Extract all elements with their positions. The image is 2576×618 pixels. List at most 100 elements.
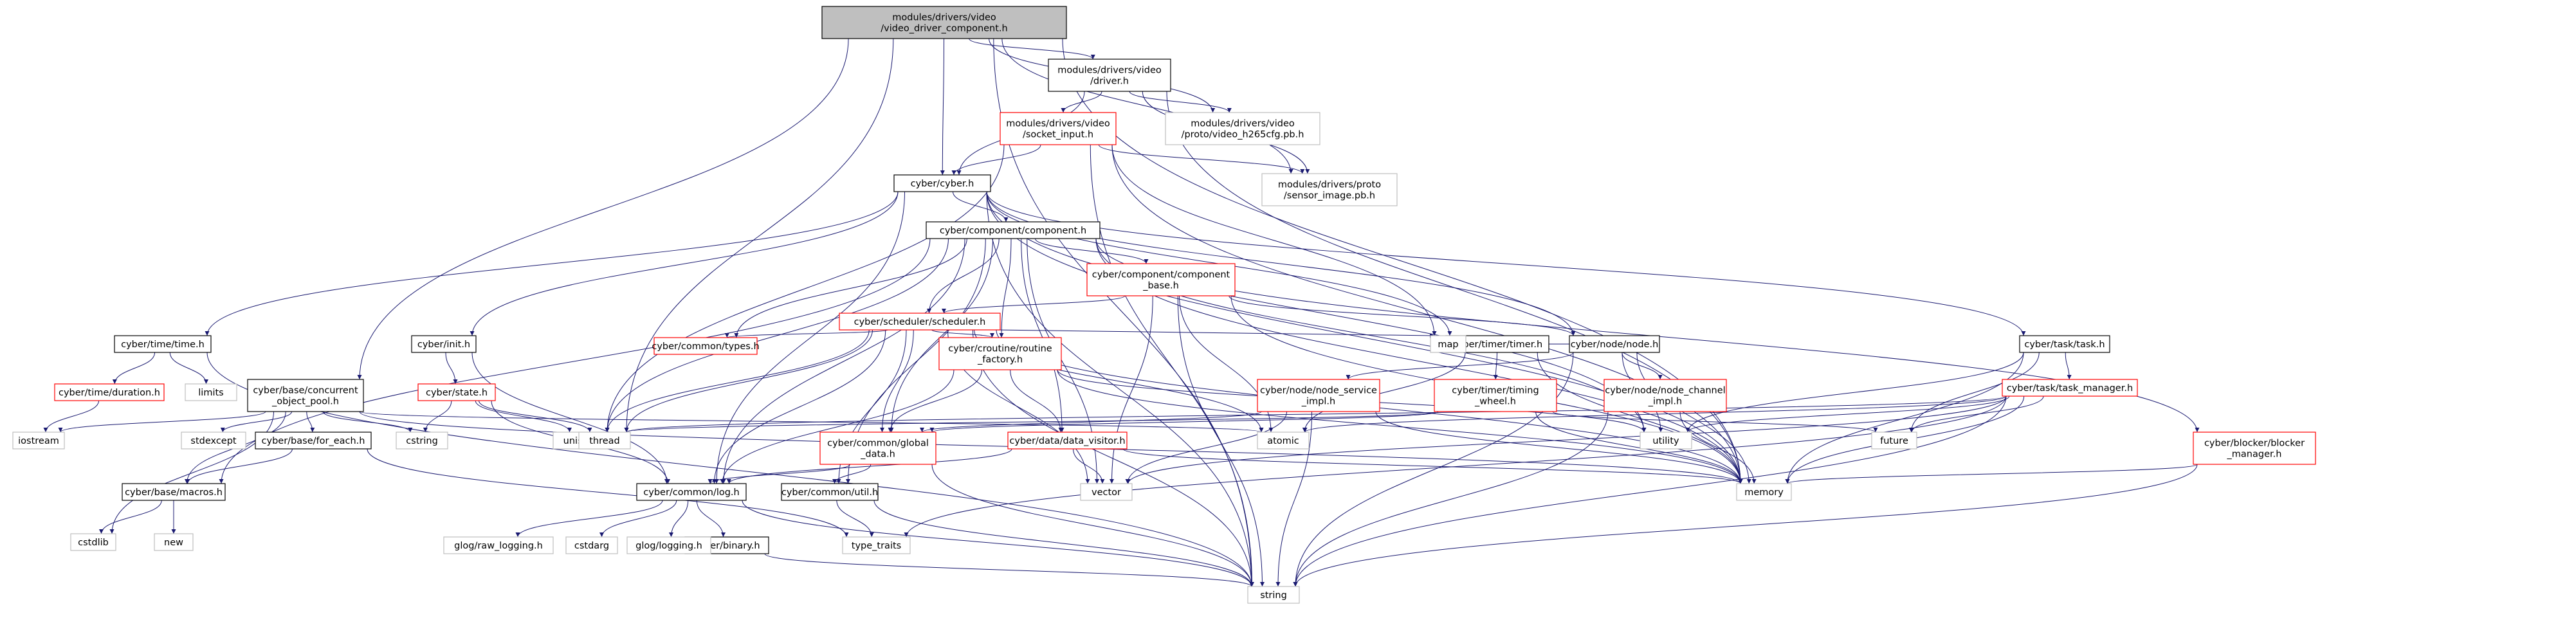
node-label: type_traits — [852, 541, 901, 551]
edge-pool-cstring — [322, 411, 413, 433]
node-taskmgr[interactable]: cyber/task/task_manager.h — [2002, 379, 2138, 397]
node-box — [1257, 432, 1310, 450]
edge-routine-visitor — [1010, 369, 1063, 433]
edge-log-glograw — [515, 500, 663, 538]
edge-blocker-string — [1293, 464, 2198, 587]
node-glograw: glog/raw_logging.h — [443, 536, 554, 554]
node-box — [417, 383, 496, 401]
node-compbase[interactable]: cyber/component/component_base.h — [1086, 263, 1236, 296]
node-label: cstring — [406, 436, 438, 446]
node-label: modules/drivers/video — [1191, 119, 1295, 129]
node-cstdlib: cstdlib — [70, 533, 116, 551]
node-socket[interactable]: modules/drivers/video/socket_input.h — [1000, 112, 1117, 145]
node-vector: vector — [1080, 483, 1133, 501]
edge-util-string — [873, 500, 1254, 587]
node-box — [2002, 379, 2138, 397]
node-box — [1000, 112, 1117, 145]
edge-init-state — [445, 352, 458, 385]
node-label: cyber/base/for_each.h — [262, 436, 365, 446]
node-driver[interactable]: modules/drivers/video/driver.h — [1048, 59, 1171, 92]
edge-scheduler-log — [712, 329, 886, 484]
edge-cyber-log — [714, 191, 905, 484]
node-state[interactable]: cyber/state.h — [417, 383, 496, 401]
node-label: stdexcept — [190, 436, 237, 446]
node-label: cyber/node/node_channel — [1605, 386, 1725, 396]
node-label: cstdlib — [78, 538, 109, 548]
node-label: /driver.h — [1090, 77, 1129, 87]
edge-socket-cyber — [951, 144, 1041, 176]
edge-component-global — [889, 238, 993, 433]
node-node[interactable]: cyber/node/node.h — [1569, 335, 1660, 353]
node-init[interactable]: cyber/init.h — [411, 335, 477, 353]
edge-visitor-vector — [1073, 448, 1105, 484]
node-foreach[interactable]: cyber/base/for_each.h — [255, 432, 372, 450]
node-box — [1569, 335, 1660, 353]
node-global[interactable]: cyber/common/global_data.h — [819, 432, 936, 465]
node-label: cyber/init.h — [417, 340, 470, 350]
node-label: vector — [1092, 487, 1121, 498]
node-box — [653, 337, 758, 355]
node-label: glog/raw_logging.h — [454, 541, 543, 551]
node-label: _data.h — [860, 450, 895, 460]
edge-taskmgr-vector — [1126, 395, 2007, 484]
node-visitor[interactable]: cyber/data/data_visitor.h — [1007, 432, 1128, 450]
edge-pool-foreach — [306, 411, 315, 433]
edge-driver-socket — [1061, 91, 1102, 113]
edge-init-log — [471, 352, 669, 484]
node-label: cyber/common/log.h — [643, 487, 739, 498]
node-label: cstdarg — [574, 541, 609, 551]
node-label: cyber/component/component — [1092, 270, 1230, 280]
node-pool[interactable]: cyber/base/concurrent_object_pool.h — [247, 379, 364, 412]
node-box — [247, 379, 364, 412]
edge-timing-global — [929, 411, 1439, 433]
node-log[interactable]: cyber/common/log.h — [636, 483, 747, 501]
node-h265: modules/drivers/video/proto/video_h265cf… — [1165, 112, 1320, 145]
edge-timeh-limits — [169, 352, 208, 385]
edge-state-cstring — [423, 400, 452, 433]
node-task[interactable]: cyber/task/task.h — [2019, 335, 2110, 353]
edge-scheduler-string — [973, 329, 1254, 587]
node-label: modules/drivers/video — [1006, 119, 1110, 129]
edge-cyber-memory — [986, 191, 1743, 484]
node-box — [70, 533, 116, 551]
node-routine[interactable]: cyber/croutine/routine_factory.h — [938, 337, 1062, 370]
node-cyber[interactable]: cyber/cyber.h — [893, 174, 991, 192]
edge-node-string — [1293, 352, 1574, 587]
node-box — [1257, 379, 1380, 412]
edge-scheduler-unistd — [605, 329, 870, 433]
node-timeh[interactable]: cyber/time/time.h — [114, 335, 212, 353]
edge-global-log — [708, 464, 850, 484]
edge-taskmgr-thread — [625, 395, 2007, 433]
node-timing[interactable]: cyber/timer/timing_wheel.h — [1434, 379, 1557, 412]
node-label: /proto/video_h265cfg.pb.h — [1182, 130, 1304, 140]
node-label: cyber/time/time.h — [121, 340, 205, 350]
node-label: map — [1438, 340, 1458, 350]
node-label: /sensor_image.pb.h — [1284, 191, 1375, 201]
node-nodesvc[interactable]: cyber/node/node_service_impl.h — [1257, 379, 1380, 412]
node-blocker[interactable]: cyber/blocker/blocker_manager.h — [2193, 432, 2316, 465]
node-duration[interactable]: cyber/time/duration.h — [54, 383, 165, 401]
edge-driver-h265 — [1129, 91, 1232, 113]
edge-socket-unistd — [605, 144, 1005, 433]
node-nodechan[interactable]: cyber/node/node_channel_impl.h — [1603, 379, 1727, 412]
node-label: /video_driver_component.h — [881, 24, 1007, 34]
node-box — [255, 432, 372, 450]
edge-binary-string — [764, 553, 1254, 587]
edge-timer-memory — [1537, 352, 1743, 484]
edge-taskmgr-atomic — [1302, 395, 2007, 433]
node-label: iostream — [18, 436, 59, 446]
edge-nodesvc-string — [1275, 411, 1312, 587]
node-box — [1603, 379, 1727, 412]
node-label: cyber/task/task.h — [2024, 340, 2105, 350]
node-string: string — [1247, 586, 1300, 604]
node-macros[interactable]: cyber/base/macros.h — [122, 483, 226, 501]
edge-socket-sensor — [1098, 144, 1305, 174]
node-label: cyber/timer/timer.h — [1452, 340, 1542, 350]
node-util[interactable]: cyber/common/util.h — [781, 483, 879, 501]
node-root[interactable]: modules/drivers/video/video_driver_compo… — [821, 6, 1067, 39]
node-types[interactable]: cyber/common/types.h — [652, 337, 760, 355]
node-component[interactable]: cyber/component/component.h — [926, 221, 1101, 239]
node-scheduler[interactable]: cyber/scheduler/scheduler.h — [839, 313, 1001, 331]
node-box — [154, 533, 194, 551]
